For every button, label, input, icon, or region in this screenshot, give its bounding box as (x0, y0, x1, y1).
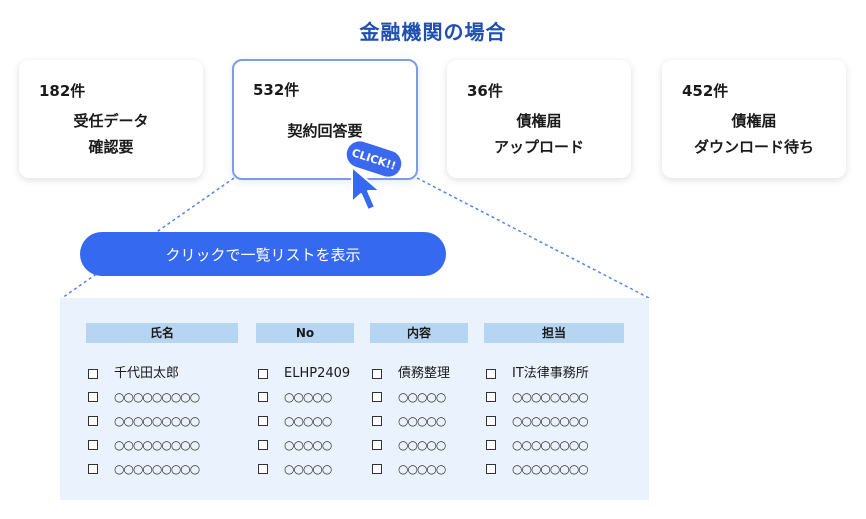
cell-placeholder: ○○○○○ (284, 390, 332, 404)
row-checkbox[interactable] (372, 369, 382, 379)
header-assignee: 担当 (484, 323, 624, 343)
cell-placeholder: ○○○○○ (398, 390, 446, 404)
row-checkbox[interactable] (372, 440, 382, 450)
card-claim-download[interactable]: 452件 債権届 ダウンロード待ち (662, 60, 846, 178)
page-title: 金融機関の場合 (359, 20, 507, 44)
row-checkbox[interactable] (486, 464, 496, 474)
row-checkbox[interactable] (258, 392, 268, 402)
cell-placeholder: ○○○○○○○○○ (114, 414, 200, 428)
row-checkbox[interactable] (88, 464, 98, 474)
row-checkbox[interactable] (88, 440, 98, 450)
card-label: 債権届 アップロード (493, 112, 584, 156)
cell-placeholder: ○○○○○○○○ (512, 438, 589, 452)
cell-placeholder: ○○○○○ (398, 438, 446, 452)
header-name: 氏名 (86, 323, 238, 343)
cursor-arrow-icon (351, 166, 381, 211)
row-checkbox[interactable] (372, 464, 382, 474)
card-claim-upload[interactable]: 36件 債権届 アップロード (447, 60, 631, 178)
card-count: 452件 (682, 82, 729, 100)
cell-placeholder: ○○○○○○○○○ (114, 438, 200, 452)
header-content: 内容 (370, 323, 468, 343)
cell-content: 債務整理 (398, 366, 451, 381)
row-checkbox[interactable] (258, 369, 268, 379)
row-checkbox[interactable] (258, 440, 268, 450)
row-checkbox[interactable] (486, 392, 496, 402)
cell-assignee: IT法律事務所 (512, 366, 589, 381)
card-label: 契約回答要 (287, 122, 363, 140)
cell-no: ELHP2409 (284, 366, 351, 381)
row-checkbox[interactable] (486, 369, 496, 379)
show-list-button[interactable]: クリックで一覧リストを表示 (80, 232, 446, 276)
cell-placeholder: ○○○○○ (284, 414, 332, 428)
row-checkbox[interactable] (372, 416, 382, 426)
card-label: 受任データ 確認要 (73, 112, 149, 156)
row-checkbox[interactable] (88, 392, 98, 402)
row-checkbox[interactable] (258, 416, 268, 426)
row-checkbox[interactable] (88, 416, 98, 426)
cell-placeholder: ○○○○○ (284, 462, 332, 476)
cell-placeholder: ○○○○○○○○○ (114, 390, 200, 404)
card-label: 債権届 ダウンロード待ち (693, 112, 814, 156)
cell-placeholder: ○○○○○ (398, 414, 446, 428)
cell-placeholder: ○○○○○○○○ (512, 390, 589, 404)
cell-name: 千代田太郎 (114, 366, 180, 381)
cell-placeholder: ○○○○○○○○ (512, 462, 589, 476)
cell-placeholder: ○○○○○ (398, 462, 446, 476)
cell-placeholder: ○○○○○ (284, 438, 332, 452)
row-checkbox[interactable] (258, 464, 268, 474)
cell-placeholder: ○○○○○○○○ (512, 414, 589, 428)
row-checkbox[interactable] (486, 440, 496, 450)
header-no: No (256, 323, 354, 343)
card-count: 182件 (39, 82, 86, 100)
card-count: 36件 (467, 82, 503, 100)
row-checkbox[interactable] (372, 392, 382, 402)
cell-placeholder: ○○○○○○○○○ (114, 462, 200, 476)
row-checkbox[interactable] (486, 416, 496, 426)
card-received-data[interactable]: 182件 受任データ 確認要 (19, 60, 203, 178)
card-count: 532件 (253, 81, 300, 99)
row-checkbox[interactable] (88, 369, 98, 379)
